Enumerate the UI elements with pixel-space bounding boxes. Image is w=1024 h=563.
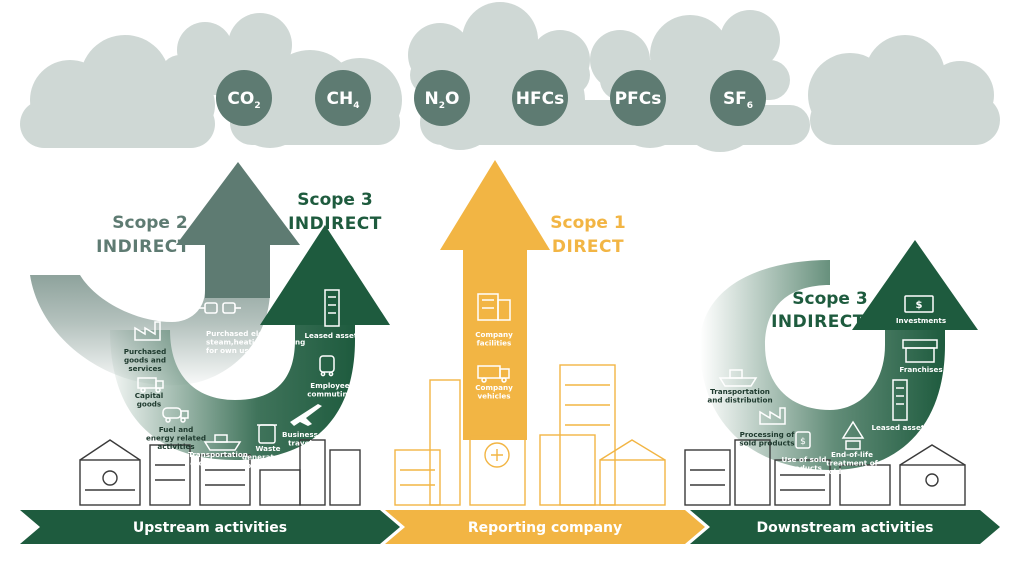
scope3-downstream-subtitle: INDIRECT <box>771 312 865 332</box>
airplane-icon <box>290 404 322 426</box>
band-upstream-label: Upstream activities <box>133 520 287 536</box>
svg-text:$: $ <box>916 300 923 311</box>
gas-badge: N2O <box>414 70 470 126</box>
gas-circle <box>710 70 766 126</box>
gas-label: SF6 <box>723 89 753 111</box>
factory-downstream-icon <box>759 407 786 425</box>
band-reporting-label: Reporting company <box>468 520 622 536</box>
scope1-subtitle: DIRECT <box>552 237 624 257</box>
gas-label: HFCs <box>516 89 564 109</box>
scope2-heading: Scope 2 INDIRECT <box>96 213 190 257</box>
gas-circle <box>512 70 568 126</box>
storefront-icon <box>902 339 938 363</box>
gas-circle <box>610 70 666 126</box>
band-downstream: Downstream activities <box>690 510 1000 544</box>
scope3-downstream-title: Scope 3 <box>792 289 867 309</box>
category-investments: Investments <box>896 316 946 325</box>
gas-circle <box>315 70 371 126</box>
gas-badges: CO2 CH4 N2O HFCs PFCs SF6 <box>216 70 766 126</box>
cloud-left <box>20 35 215 148</box>
scope1-heading: Scope 1 DIRECT <box>550 213 625 257</box>
category-purchased-electricity: Purchased electricity,steam,heating & co… <box>206 329 305 355</box>
svg-text:$: $ <box>800 437 806 447</box>
gas-badge: HFCs <box>512 70 568 126</box>
factory-icon <box>134 321 161 341</box>
tag-icon: $ <box>795 431 811 449</box>
scope3-downstream-heading: Scope 3 INDIRECT <box>771 289 868 332</box>
building-icon <box>324 289 340 327</box>
band-reporting: Reporting company <box>385 510 705 544</box>
scope3-downstream-arrow <box>700 240 978 470</box>
trash-icon <box>257 424 277 444</box>
fuel-truck-icon <box>162 407 189 423</box>
city-reporting <box>394 364 666 506</box>
scope3-upstream-title: Scope 3 <box>297 190 372 210</box>
gas-circle <box>216 70 272 126</box>
scope3-upstream-subtitle: INDIRECT <box>288 214 382 234</box>
gas-label: PFCs <box>615 89 662 109</box>
band-downstream-label: Downstream activities <box>757 520 934 536</box>
gas-badge: PFCs <box>610 70 666 126</box>
cloud-right <box>808 35 1000 145</box>
plug-icon <box>199 302 241 314</box>
cloud-bank <box>20 2 1000 152</box>
gas-label: N2O <box>425 89 460 111</box>
band-upstream: Upstream activities <box>20 510 400 544</box>
ship-downstream-icon <box>718 369 758 387</box>
commuter-icon <box>319 355 335 377</box>
category-labels: Purchased electricity,steam,heating & co… <box>124 316 946 476</box>
scope3-upstream-heading: Scope 3 INDIRECT <box>288 190 382 234</box>
office-icon <box>477 293 511 321</box>
category-franchises: Franchises <box>899 365 942 374</box>
money-icon: $ <box>904 295 934 313</box>
scope2-arrow <box>30 162 300 386</box>
scope1-arrow <box>440 160 550 440</box>
category-leased-assets-upstream: Leased assets <box>304 331 361 340</box>
scope1-title: Scope 1 <box>550 213 625 233</box>
recycle-icon <box>841 420 865 450</box>
city-downstream <box>684 439 966 506</box>
ship-icon <box>203 434 242 451</box>
van-icon <box>477 365 510 383</box>
scope2-title: Scope 2 <box>112 213 187 233</box>
tower-icon <box>892 379 908 421</box>
city-upstream <box>79 439 361 506</box>
scope3-upstream-arrow <box>110 225 390 460</box>
truck-icon <box>137 377 164 393</box>
gas-badge: CH4 <box>315 70 371 126</box>
gas-circle <box>414 70 470 126</box>
category-leased-assets-downstream: Leased assets <box>871 423 928 432</box>
gas-label: CO2 <box>227 89 260 111</box>
category-transportation-upstream: Transportation& distribution <box>188 450 248 468</box>
gas-label: CH4 <box>327 89 360 111</box>
scope2-subtitle: INDIRECT <box>96 237 190 257</box>
gas-badge: SF6 <box>710 70 766 126</box>
gas-badge: CO2 <box>216 70 272 126</box>
